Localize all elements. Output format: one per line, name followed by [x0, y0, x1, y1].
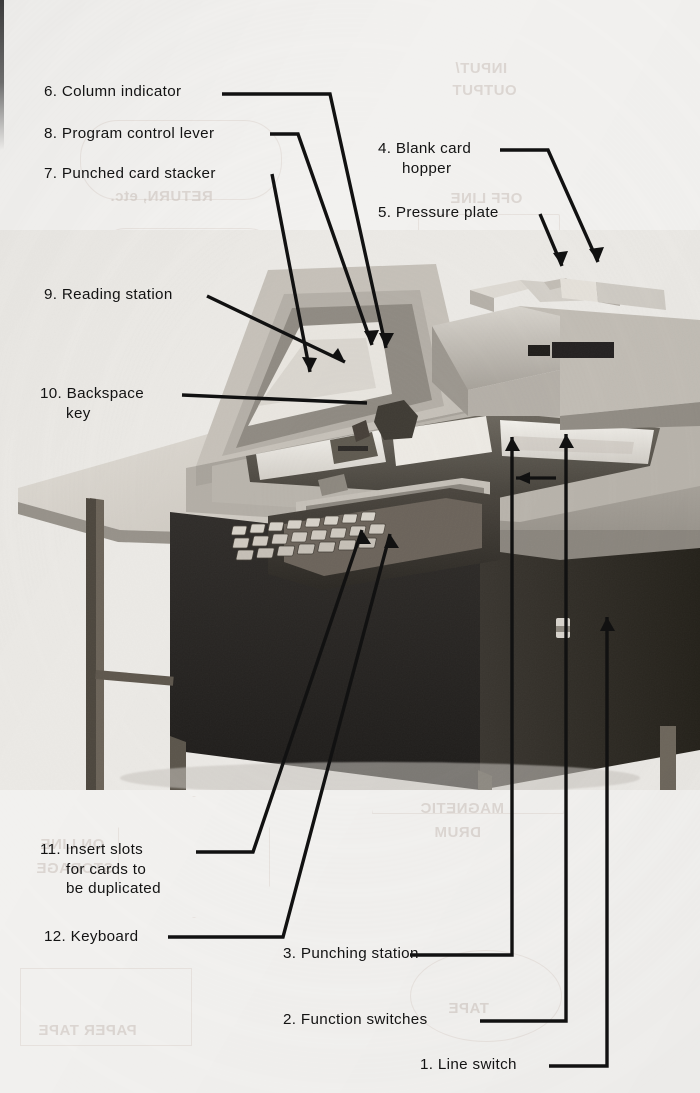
callout-1-text: Line switch	[437, 1056, 517, 1073]
callout-12-line-1: 12. Keyboard	[44, 927, 138, 947]
callout-8-line-1: 8. Program control lever	[44, 124, 214, 144]
callout-4-number: 4.	[378, 140, 392, 157]
callout-8-text: Program control lever	[61, 125, 215, 142]
callout-5-number: 5.	[378, 204, 392, 221]
show-through-text-item: INPUT/	[455, 60, 508, 77]
callout-4-text: Blank card	[395, 140, 472, 157]
callout-8-number: 8.	[44, 125, 58, 142]
callout-10-number: 10.	[40, 385, 63, 402]
callout-9-number: 9.	[44, 286, 58, 303]
callout-8: 8. Program control lever	[44, 124, 214, 144]
show-through-text-item: RETURN, etc.	[110, 188, 213, 205]
callout-9-line-1: 9. Reading station	[44, 285, 173, 305]
callout-5-text: Pressure plate	[395, 204, 499, 221]
callout-9-text: Reading station	[61, 286, 173, 303]
callout-11-number: 11.	[40, 841, 61, 858]
keypunch-photograph	[0, 230, 700, 790]
callout-7-number: 7.	[44, 165, 58, 182]
show-through-text-item: PAPER TAPE	[38, 1022, 137, 1039]
callout-3-line-1: 3. Punching station	[283, 944, 419, 964]
callout-6: 6. Column indicator	[44, 82, 181, 102]
callout-6-number: 6.	[44, 83, 58, 100]
callout-11-line-1: 11. Insert slots	[40, 840, 161, 860]
callout-2-line-1: 2. Function switches	[283, 1010, 428, 1030]
callout-6-text: Column indicator	[61, 83, 182, 100]
callout-11-text: Insert slots	[65, 841, 144, 858]
callout-9: 9. Reading station	[44, 285, 173, 305]
callout-2-text: Function switches	[300, 1011, 428, 1028]
callout-3-text: Punching station	[300, 945, 419, 962]
callout-12: 12. Keyboard	[44, 927, 138, 947]
callout-6-line-1: 6. Column indicator	[44, 82, 181, 102]
callout-5: 5. Pressure plate	[378, 203, 499, 223]
show-through-text-item: TAPE	[448, 1000, 489, 1017]
callout-2-number: 2.	[283, 1011, 297, 1028]
callout-7-line-1: 7. Punched card stacker	[44, 164, 216, 184]
callout-3-number: 3.	[283, 945, 297, 962]
callout-12-text: Keyboard	[70, 928, 139, 945]
callout-7: 7. Punched card stacker	[44, 164, 216, 184]
callout-10-text: Backspace	[66, 385, 145, 402]
callout-10-line-2: key	[66, 404, 91, 422]
callout-10-line-1: 10. Backspace	[40, 384, 144, 404]
show-through-text-item: MAGNETIC	[420, 800, 504, 817]
callout-3: 3. Punching station	[283, 944, 419, 964]
show-through-text-item: DRUM	[434, 824, 481, 841]
callout-12-number: 12.	[44, 928, 67, 945]
callout-1-line-1: 1. Line switch	[420, 1055, 517, 1075]
show-through-text-item: OUTPUT	[452, 82, 517, 99]
callout-4-line-1: 4. Blank card	[378, 139, 471, 159]
photo-illustration	[0, 230, 700, 790]
callout-11-line-2: for cards to	[66, 860, 147, 878]
callout-5-line-1: 5. Pressure plate	[378, 203, 499, 223]
callout-11-line-3: be duplicated	[66, 880, 161, 897]
callout-1: 1. Line switch	[420, 1055, 517, 1075]
callout-4-line-2: hopper	[402, 159, 452, 177]
callout-2: 2. Function switches	[283, 1010, 428, 1030]
callout-1-number: 1.	[420, 1056, 434, 1073]
callout-7-text: Punched card stacker	[61, 165, 216, 182]
scan-edge-artifact	[0, 0, 4, 150]
